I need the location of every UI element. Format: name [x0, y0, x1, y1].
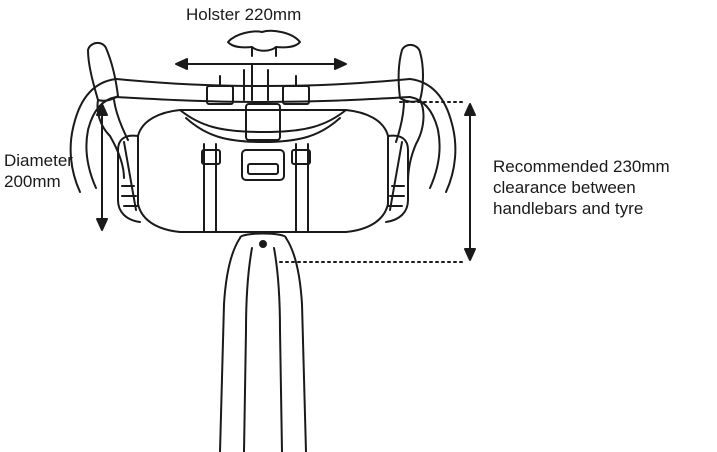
holster-width-label: Holster 220mm — [186, 5, 302, 24]
holster-width-arrow — [175, 58, 347, 70]
right-brake-lever — [395, 44, 425, 183]
holster-clamps — [206, 63, 310, 105]
clearance-label: Recommended 230mm clearance between hand… — [493, 156, 670, 219]
bike-fork — [219, 232, 307, 452]
clearance-label-line-1: Recommended 230mm — [493, 157, 670, 176]
diameter-label: Diameter 200mm — [4, 150, 73, 192]
handlebar-bag — [137, 103, 389, 233]
bag-right-end — [385, 134, 409, 223]
diameter-arrow — [96, 103, 108, 231]
diameter-label-line-1: Diameter — [4, 151, 73, 170]
saddle — [227, 29, 301, 57]
left-brake-lever — [87, 42, 129, 179]
bag-left-end — [117, 134, 141, 223]
clearance-arrow — [464, 103, 476, 261]
clearance-label-line-3: handlebars and tyre — [493, 199, 644, 218]
clearance-label-line-2: clearance between — [493, 178, 636, 197]
diameter-label-line-2: 200mm — [4, 172, 61, 191]
clearance-guides — [279, 101, 465, 263]
